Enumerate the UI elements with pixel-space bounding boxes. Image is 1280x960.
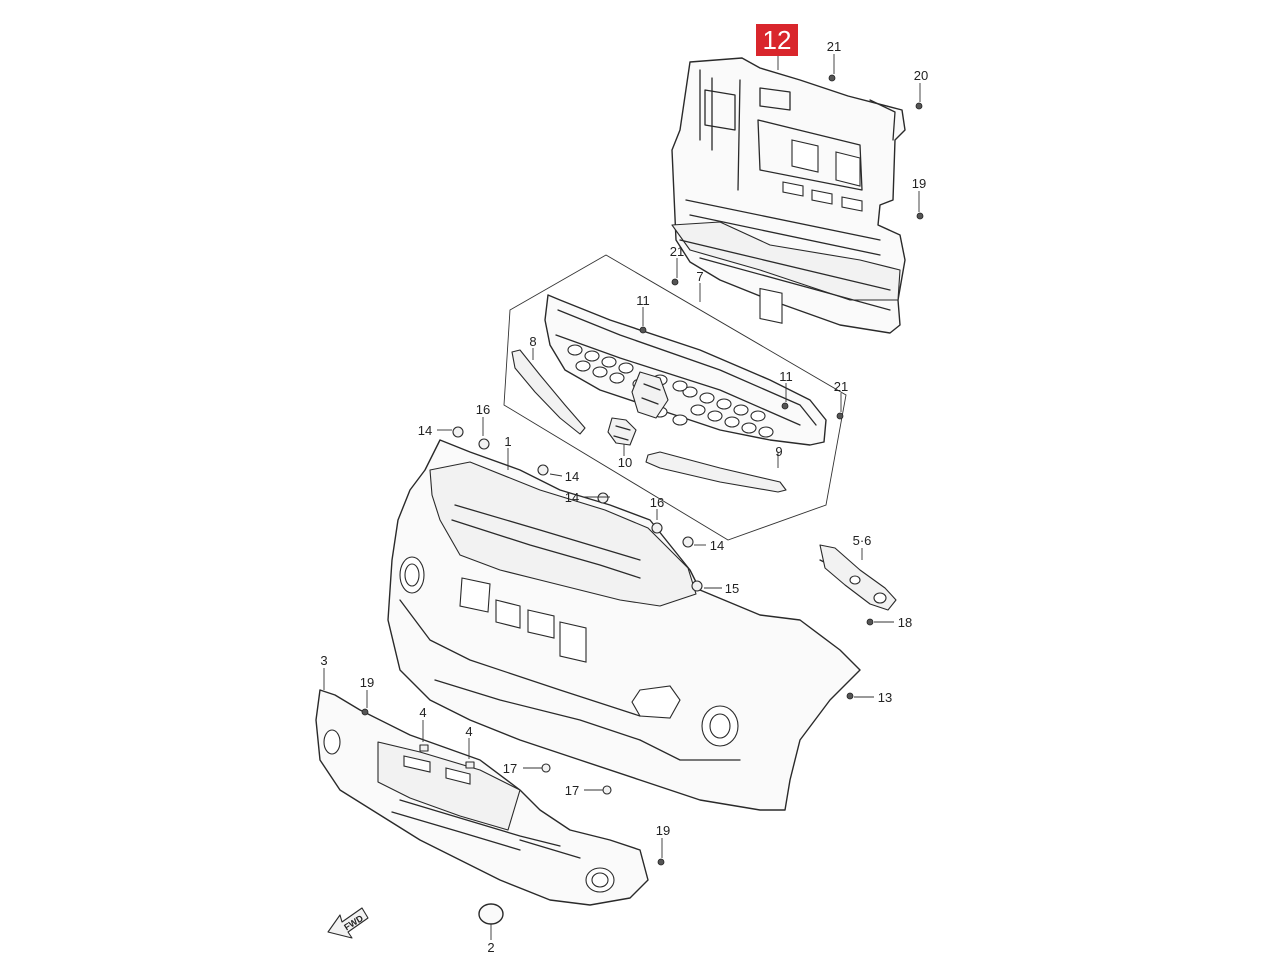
callout-9: 9 bbox=[775, 444, 782, 459]
callout-4: 4 bbox=[419, 705, 426, 720]
callout-labels: 21 20 19 21 7 11 8 11 21 16 14 1 14 14 1… bbox=[320, 39, 928, 955]
part-7-front-grille bbox=[544, 294, 827, 446]
callout-15: 15 bbox=[725, 581, 739, 596]
callout-7: 7 bbox=[696, 269, 703, 284]
callout-19: 19 bbox=[360, 675, 374, 690]
part-8-grille-molding-left bbox=[511, 349, 586, 435]
part-12-number: 12 bbox=[763, 25, 792, 55]
callout-19: 19 bbox=[656, 823, 670, 838]
callout-19: 19 bbox=[912, 176, 926, 191]
part-3-lower-bumper bbox=[315, 689, 649, 906]
callout-18: 18 bbox=[898, 615, 912, 630]
callout-13: 13 bbox=[878, 690, 892, 705]
part-12-highlight-badge: 12 bbox=[756, 24, 798, 56]
callout-14: 14 bbox=[710, 538, 724, 553]
part-12-radiator-support bbox=[671, 57, 906, 334]
part-10-emblem bbox=[607, 417, 637, 446]
part-5-6-bumper-bracket bbox=[819, 544, 897, 611]
callout-21: 21 bbox=[827, 39, 841, 54]
callout-21: 21 bbox=[834, 379, 848, 394]
callout-2: 2 bbox=[487, 940, 494, 955]
callout-14: 14 bbox=[418, 423, 432, 438]
callout-14: 14 bbox=[565, 490, 579, 505]
callout-3: 3 bbox=[320, 653, 327, 668]
part-2-tow-hook-cap bbox=[478, 903, 504, 925]
callout-17: 17 bbox=[503, 761, 517, 776]
fwd-arrow: FWD bbox=[327, 907, 369, 939]
callout-14: 14 bbox=[565, 469, 579, 484]
callout-16: 16 bbox=[476, 402, 490, 417]
callout-21: 21 bbox=[670, 244, 684, 259]
leader-lines bbox=[323, 54, 921, 940]
callout-11: 11 bbox=[636, 293, 650, 308]
callout-16: 16 bbox=[650, 495, 664, 510]
part-1-front-bumper bbox=[387, 439, 861, 811]
callout-1: 1 bbox=[504, 434, 511, 449]
callout-4: 4 bbox=[465, 724, 472, 739]
callout-17: 17 bbox=[565, 783, 579, 798]
callout-5-6: 5·6 bbox=[853, 533, 872, 548]
grille-assembly-box bbox=[503, 254, 847, 541]
callout-11: 11 bbox=[779, 369, 793, 384]
callout-20: 20 bbox=[914, 68, 928, 83]
callout-8: 8 bbox=[529, 334, 536, 349]
part-9-grille-molding-lower bbox=[645, 451, 787, 493]
fasteners bbox=[361, 74, 924, 866]
callout-10: 10 bbox=[618, 455, 632, 470]
